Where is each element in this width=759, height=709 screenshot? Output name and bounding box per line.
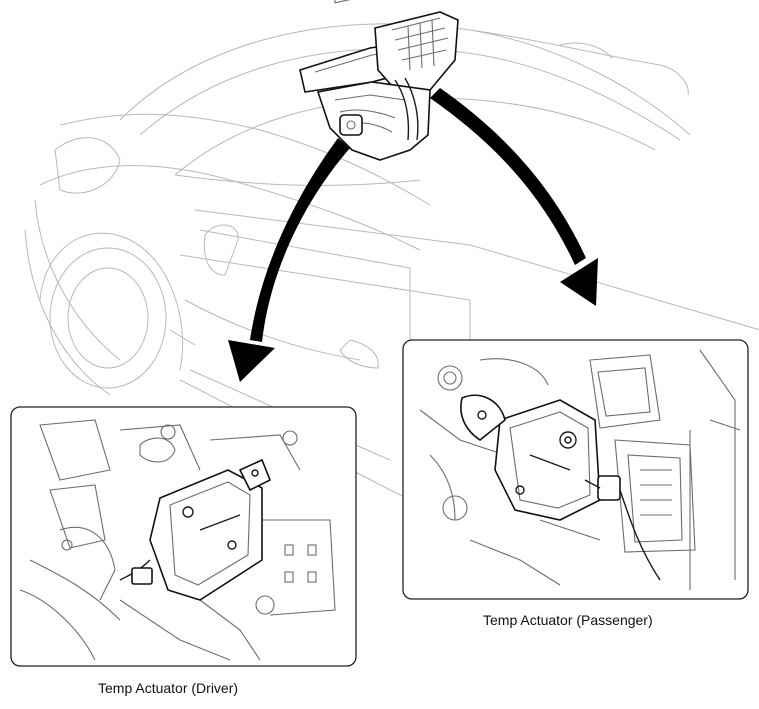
callout-arrow-passenger [430, 88, 598, 306]
callout-arrow-driver [228, 138, 350, 382]
driver-inset [10, 406, 357, 667]
passenger-inset [402, 339, 749, 600]
hvac-unit-illustration [299, 0, 459, 161]
caption-passenger: Temp Actuator (Passenger) [483, 612, 653, 628]
caption-driver: Temp Actuator (Driver) [98, 680, 239, 696]
